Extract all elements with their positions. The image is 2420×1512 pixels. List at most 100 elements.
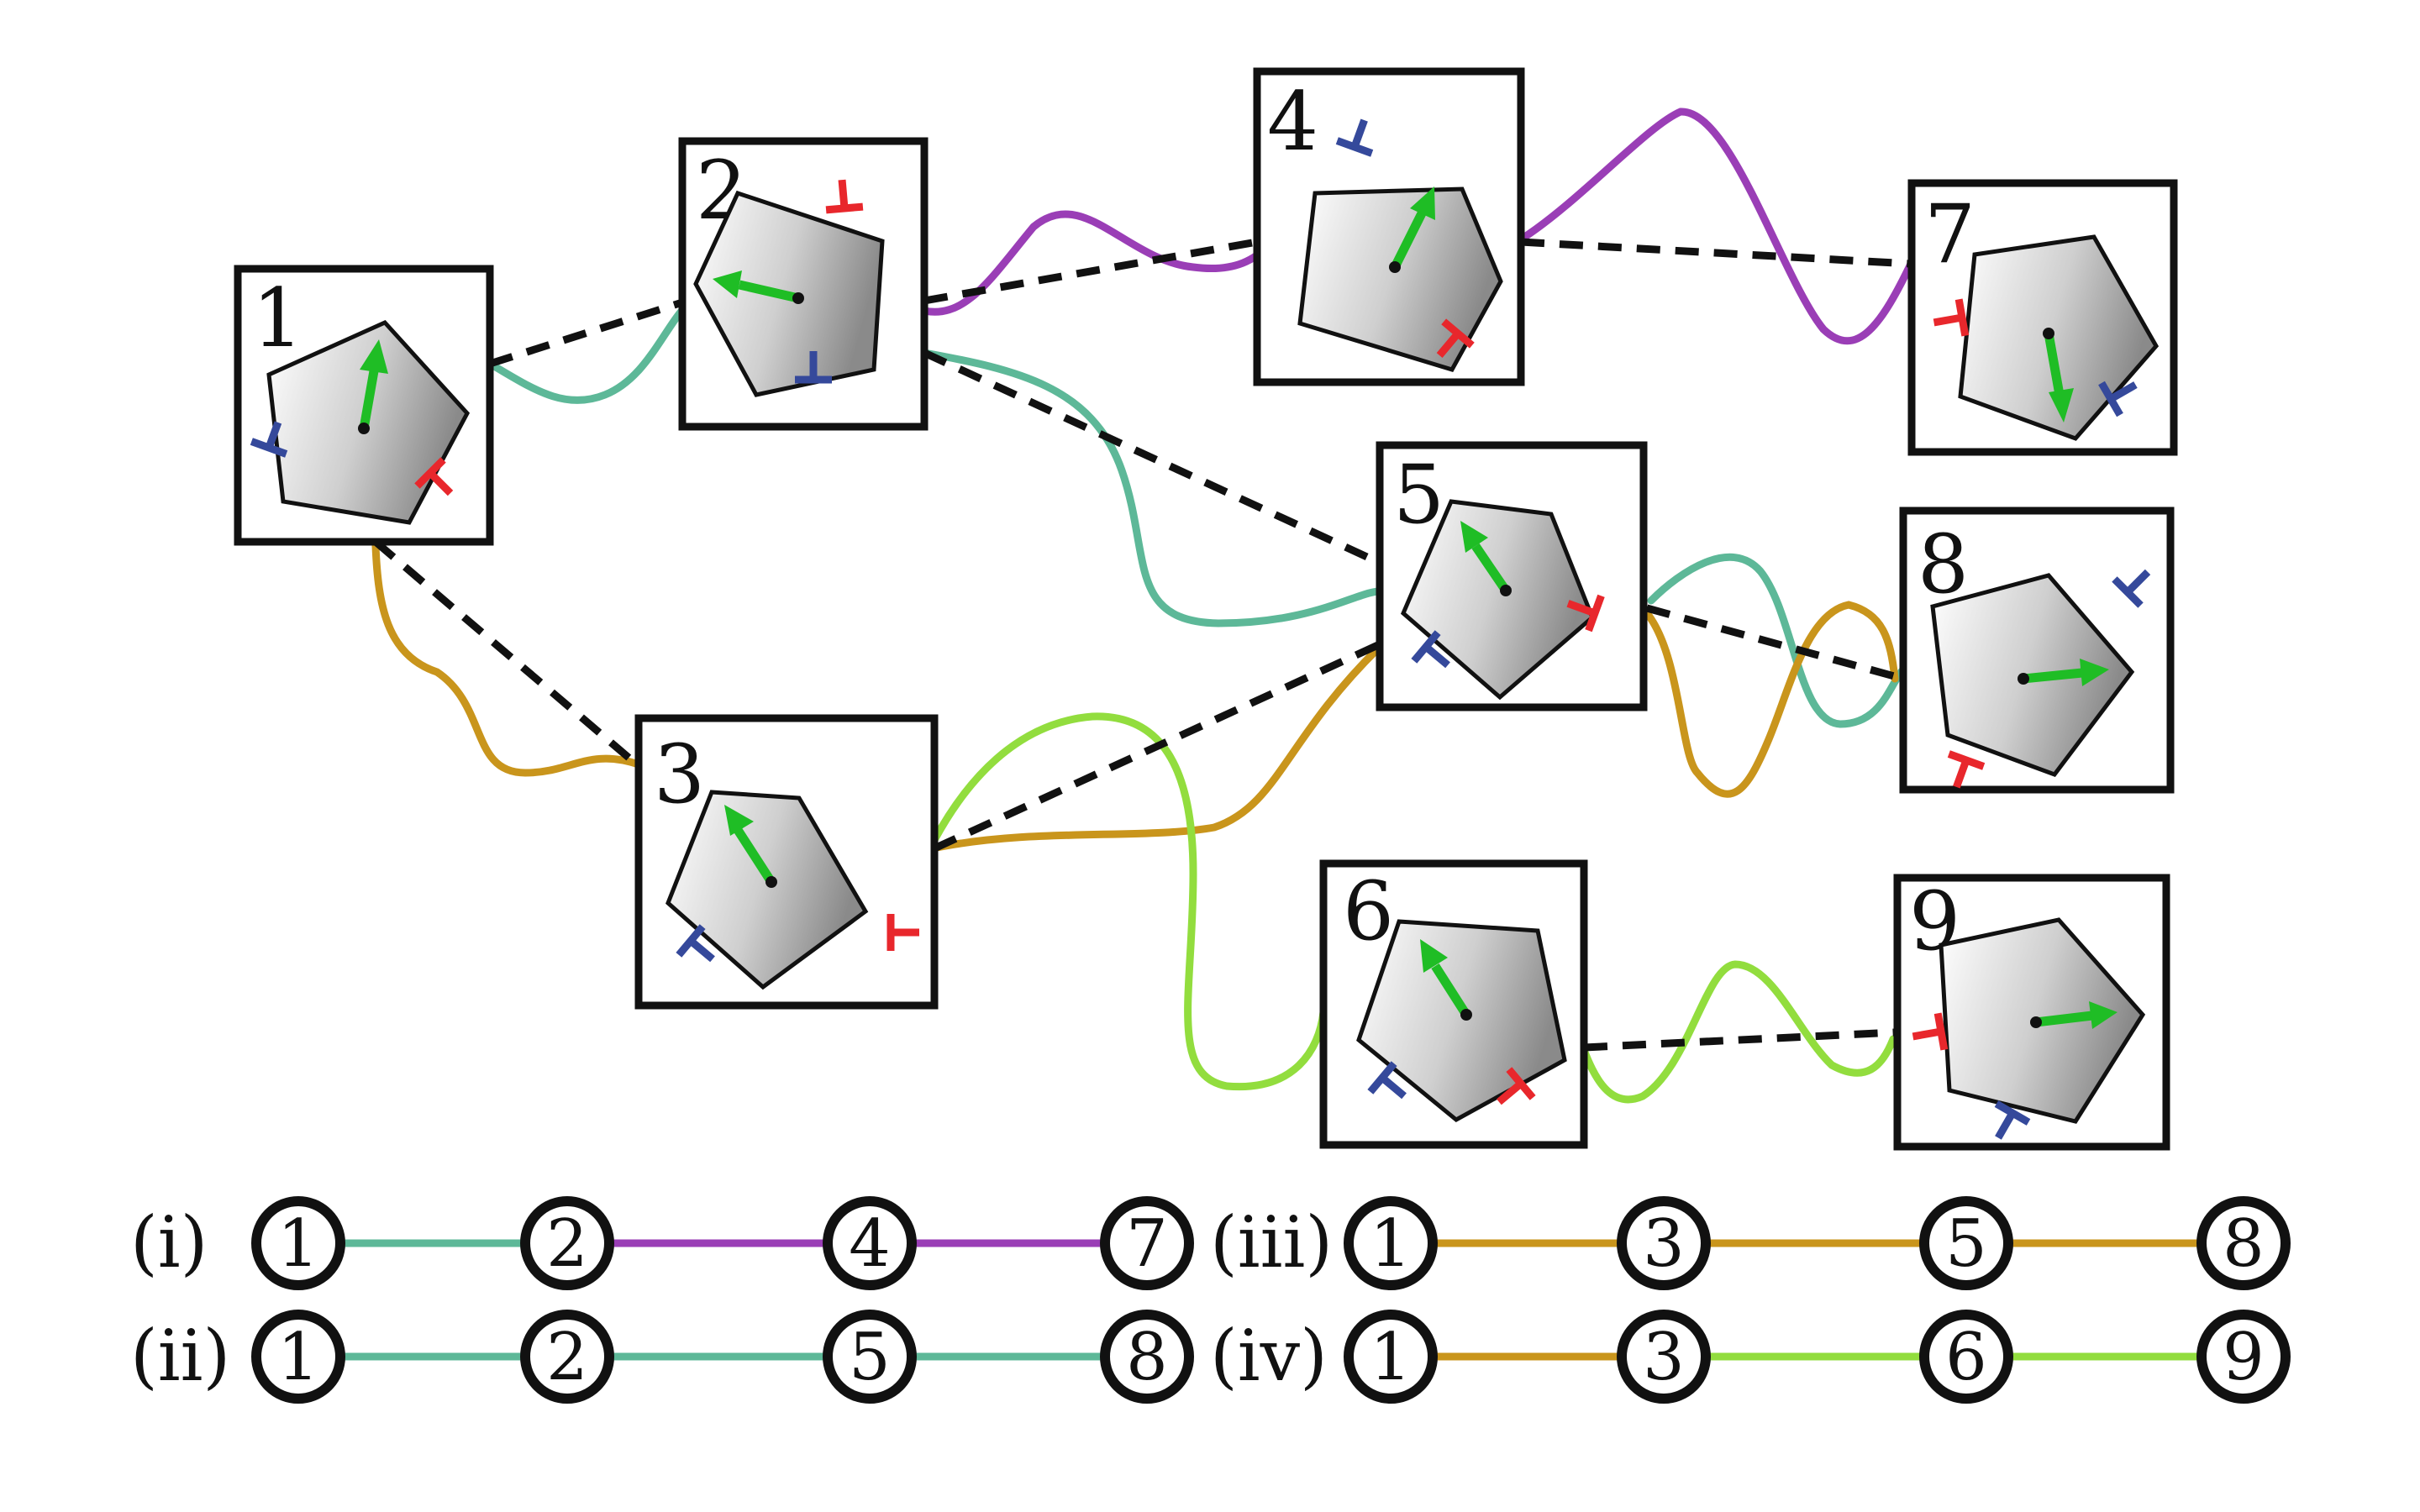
path-node-label: 1: [1370, 1320, 1412, 1395]
arrow-head-icon: [724, 805, 754, 836]
path-node-label: 8: [1126, 1320, 1168, 1395]
dashed-connections: [373, 238, 1911, 1052]
blue-marker-icon: [1994, 1100, 2031, 1140]
arrow-head-icon: [1420, 939, 1448, 973]
heading-arrow-icon: [2044, 333, 2065, 396]
arrow-head-icon: [1460, 521, 1488, 553]
dashed-edge-3-5: [933, 640, 1381, 853]
blue-marker-icon: [1367, 1061, 1407, 1100]
dashed-edge-6-9: [1583, 1028, 1896, 1052]
state-box-7: 7: [1907, 179, 2178, 456]
box-label-6: 6: [1343, 864, 1394, 958]
path-node-label: 9: [2223, 1320, 2265, 1395]
center-dot: [1500, 585, 1512, 596]
center-dot: [1389, 261, 1401, 273]
state-box-3: 3: [634, 714, 939, 1010]
heading-arrow-icon: [2023, 668, 2083, 684]
heading-arrow-icon: [359, 365, 380, 429]
path-node-label: 5: [1945, 1206, 1987, 1282]
path-node-label: 2: [546, 1320, 588, 1395]
heading-arrow-icon: [734, 827, 776, 885]
curve-teal-1-2: [486, 298, 693, 405]
pentagon-shape: [666, 790, 869, 990]
path-node-label: 7: [1126, 1206, 1168, 1282]
curve-lime-3-6: [930, 712, 1328, 1091]
path-node-label: 3: [1643, 1320, 1685, 1395]
state-box-1: 1: [234, 265, 494, 546]
path-node-circle: [1617, 1196, 1711, 1290]
blue-marker-icon: [1411, 630, 1450, 669]
curve-purple-2-4: [920, 210, 1273, 316]
path-node-label: 3: [1643, 1206, 1685, 1282]
path-node-circle: [1344, 1310, 1438, 1404]
blue-marker-icon: [676, 924, 715, 963]
path-node-label: 8: [2223, 1206, 2265, 1282]
center-dot: [2030, 1016, 2042, 1028]
heading-arrow-icon: [1431, 963, 1470, 1017]
state-box-2: 2: [678, 137, 929, 431]
path-node-circle: [823, 1310, 917, 1404]
path-node-circle: [1100, 1310, 1194, 1404]
curve-mustard-3-5: [929, 644, 1382, 853]
box-label-3: 3: [654, 727, 705, 822]
box-label-5: 5: [1393, 448, 1444, 542]
path-node-label: 4: [849, 1206, 891, 1282]
path-node-label: 1: [277, 1206, 319, 1282]
red-marker-icon: [1947, 750, 1986, 789]
center-dot: [358, 423, 370, 434]
state-box-5: 5: [1376, 441, 1648, 711]
path-node-circle: [1919, 1196, 2013, 1290]
box-label-1: 1: [252, 271, 303, 365]
pentagon-shape: [1400, 499, 1595, 701]
center-dot: [2043, 328, 2054, 339]
path-node-circle: [520, 1310, 614, 1404]
red-marker-icon: [1912, 1012, 1949, 1051]
heading-arrow-icon: [738, 280, 800, 303]
dashed-edge-4-7: [1520, 238, 1911, 268]
path-node-circle: [520, 1196, 614, 1290]
heading-arrow-icon: [1471, 543, 1510, 594]
path-node-circle: [1100, 1196, 1194, 1290]
curve-purple-4-7: [1517, 108, 1916, 345]
arrow-head-icon: [1410, 186, 1435, 220]
path-node-circle: [1919, 1310, 2013, 1404]
path-node-label: 2: [546, 1206, 588, 1282]
center-dot: [2018, 673, 2029, 685]
path-node-circle: [823, 1196, 917, 1290]
path-row-1: (i) 1 2 4 7: [130, 1196, 1194, 1290]
path-row-label: (i): [130, 1201, 208, 1284]
state-box-9: 9: [1893, 874, 2170, 1151]
box-label-4: 4: [1267, 75, 1318, 169]
red-marker-icon: [1497, 1067, 1536, 1105]
blue-marker-icon: [250, 421, 288, 458]
center-dot: [1460, 1009, 1472, 1021]
red-marker-icon: [1933, 298, 1970, 337]
arrow-head-icon: [2080, 659, 2109, 686]
state-box-8: 8: [1899, 507, 2175, 794]
red-marker-icon: [825, 179, 864, 214]
path-node-circle: [251, 1196, 345, 1290]
path-row-label: (iii): [1210, 1201, 1333, 1284]
dashed-edge-2-4: [923, 238, 1258, 305]
arrow-head-icon: [360, 339, 388, 374]
dashed-edge-1-3: [373, 538, 641, 769]
red-marker-icon: [1566, 594, 1605, 633]
path-node-circle: [2196, 1196, 2291, 1290]
curve-teal-5-8: [1647, 553, 1907, 728]
curve-teal-2-5: [920, 349, 1382, 627]
heading-arrow-icon: [1391, 211, 1426, 270]
arrow-head-icon: [713, 270, 742, 298]
blue-marker-icon: [795, 351, 832, 384]
trajectory-curves: [371, 108, 1916, 1104]
curve-mustard-1-3: [371, 542, 643, 777]
path-node-circle: [1344, 1196, 1438, 1290]
dashed-edge-5-8: [1645, 604, 1899, 681]
curve-lime-6-9: [1580, 960, 1897, 1104]
arrow-head-icon: [2089, 1001, 2118, 1029]
red-marker-icon: [414, 457, 454, 496]
blue-marker-icon: [2112, 569, 2151, 608]
center-dot: [765, 876, 777, 888]
